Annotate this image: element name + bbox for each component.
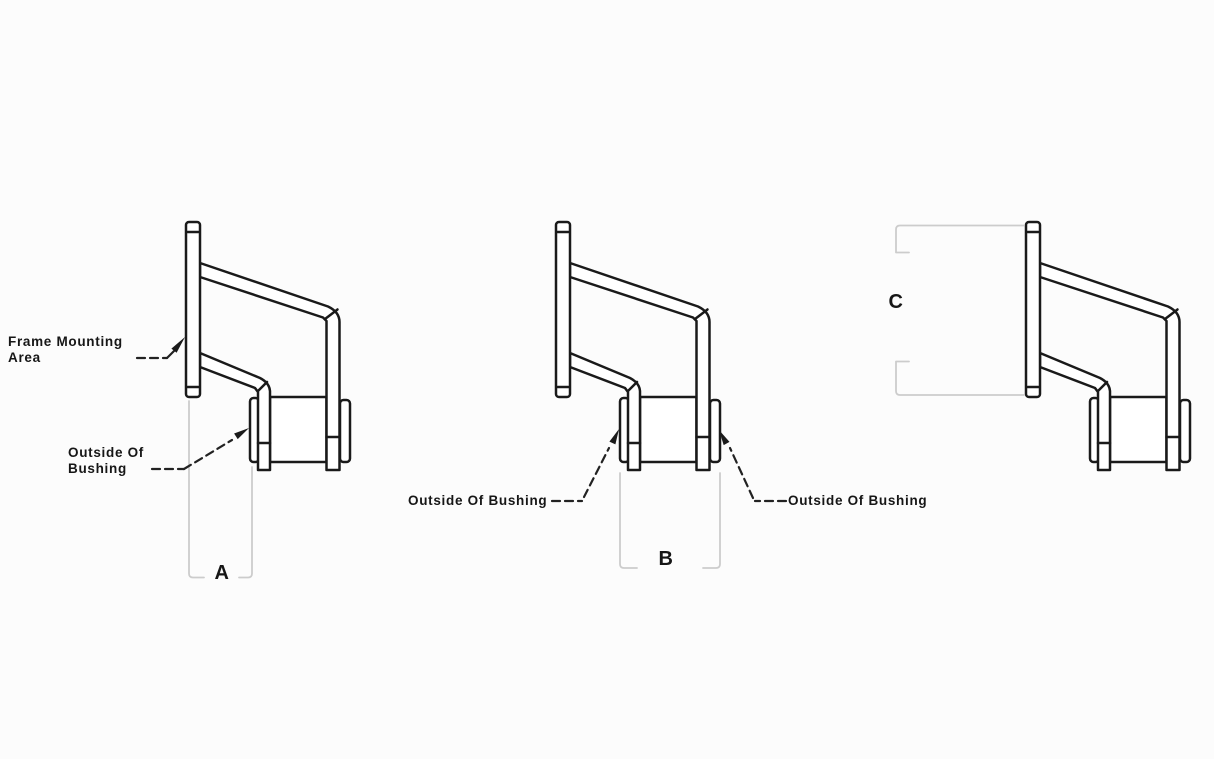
dimension-c-label: C [888, 291, 904, 313]
arrow-bushing-b-right [719, 430, 730, 446]
arrow-bushing-a [234, 428, 249, 440]
leader-bushing-b-right-diagonal [728, 446, 755, 500]
bracket-view-b [554, 220, 722, 472]
dim-a-right-extension [238, 466, 253, 579]
leader-arrowheads [171, 337, 730, 446]
outside-of-bushing-label-view-b-right: Outside Of Bushing [788, 493, 928, 508]
dim-b-right-extension [702, 472, 721, 569]
arrow-frame-mounting [171, 337, 185, 353]
arrow-bushing-b-left [609, 429, 619, 445]
leader-lines [135, 348, 788, 503]
dimension-lines [188, 224, 1025, 579]
outside-of-bushing-label-view-b-left: Outside Of Bushing [408, 493, 548, 508]
leader-bushing-b-left-diagonal [582, 446, 611, 499]
leader-frame-mounting-elbow [165, 348, 177, 360]
bracket-view-c [1024, 220, 1192, 472]
frame-mounting-area-label: Frame Mounting Area [8, 334, 123, 365]
outside-of-bushing-label-view-a: Outside Of Bushing [68, 445, 145, 476]
dim-a-left-extension [188, 400, 205, 579]
dim-c-bottom-extension [895, 361, 1025, 396]
bracket-view-a [184, 220, 352, 472]
dimension-a-label: A [214, 562, 230, 584]
dim-c-top-extension [895, 224, 1025, 253]
leader-bushing-a-diagonal [182, 438, 234, 471]
dim-b-left-extension [619, 472, 638, 569]
dimension-b-label: B [658, 548, 674, 570]
